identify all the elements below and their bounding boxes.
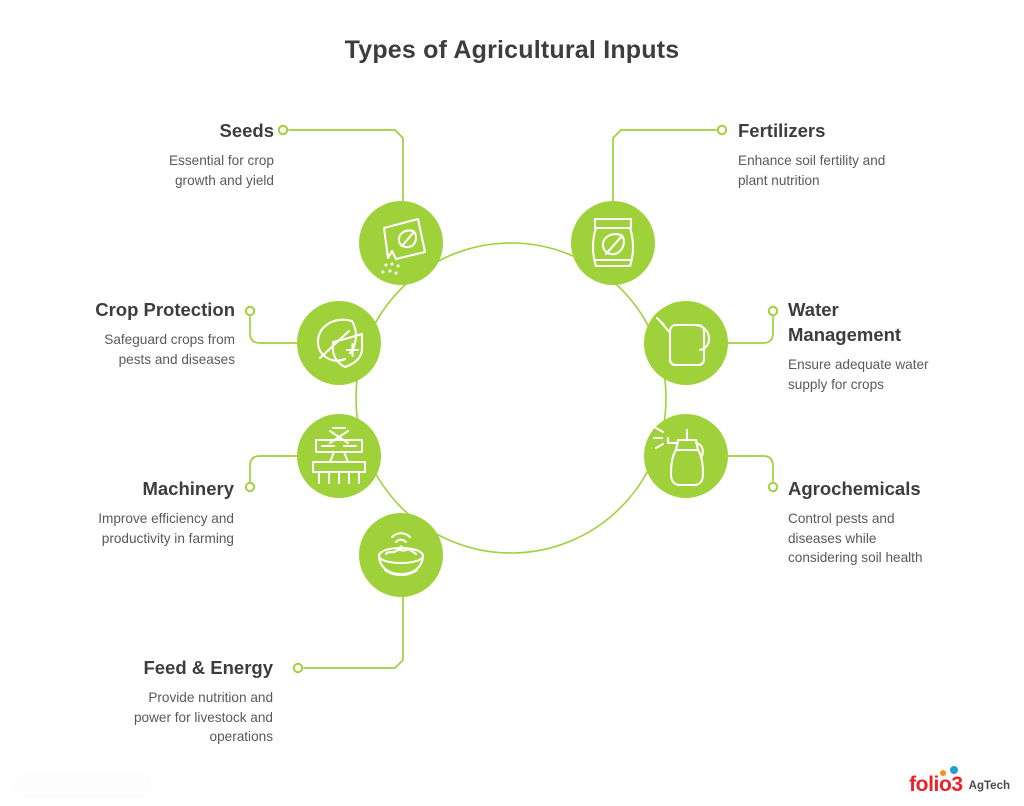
connector-dot-machinery: [244, 481, 256, 493]
icon-bubble-feed-energy[interactable]: [359, 513, 443, 597]
fertilizer-bag-icon: [591, 217, 635, 268]
connector-feed-energy: [303, 591, 404, 669]
node-title-water-management: Water Management: [788, 299, 902, 345]
node-desc-crop-protection: Safeguard crops from pests and diseases: [104, 332, 235, 367]
node-desc-seeds: Essential for crop growth and yield: [168, 153, 274, 188]
seeder-machine-icon: [312, 427, 366, 484]
connector-dot-agrochemicals: [767, 481, 779, 493]
node-title-agrochemicals: Agrochemicals: [788, 478, 921, 499]
node-desc-water-management: Ensure adequate water supply for crops: [788, 357, 929, 392]
connector-dot-seeds: [277, 124, 289, 136]
node-crop-protection: Crop Protection Safeguard crops from pes…: [20, 297, 235, 369]
bubble-circle-feed-energy: [359, 513, 443, 597]
node-water-management: Water Management Ensure adequate water s…: [788, 297, 1003, 394]
node-feed-energy: Feed & Energy Provide nutrition and powe…: [40, 655, 273, 747]
bubble-circle-water-management: [644, 301, 728, 385]
bubble-circle-crop-protection: [297, 301, 381, 385]
seed-packet-icon: [381, 217, 427, 275]
icon-bubble-fertilizers[interactable]: [571, 201, 655, 285]
bubble-circle-fertilizers: [571, 201, 655, 285]
connector-water-management: [721, 316, 774, 344]
bubble-circle-agrochemicals: [644, 414, 728, 498]
node-fertilizers: Fertilizers Enhance soil fertility and p…: [738, 118, 988, 190]
feed-bowl-wifi-icon: [377, 532, 425, 577]
node-title-machinery: Machinery: [142, 478, 234, 499]
connector-agrochemicals: [721, 455, 774, 482]
page-title: Types of Agricultural Inputs: [344, 36, 680, 64]
node-machinery: Machinery Improve efficiency and product…: [20, 476, 234, 548]
node-title-fertilizers: Fertilizers: [738, 120, 826, 141]
node-title-seeds: Seeds: [219, 120, 274, 141]
logo-dot-orange-icon: [940, 770, 947, 776]
leaf-shield-icon: [316, 318, 364, 369]
bubble-circle-seeds: [359, 201, 443, 285]
connector-fertilizers: [612, 129, 717, 207]
connector-dot-fertilizers: [716, 124, 728, 136]
connector-dot-feed-energy: [292, 662, 304, 674]
central-ring: [355, 242, 667, 554]
node-desc-machinery: Improve efficiency and productivity in f…: [98, 511, 234, 546]
node-desc-fertilizers: Enhance soil fertility and plant nutriti…: [738, 153, 886, 188]
node-title-crop-protection: Crop Protection: [95, 299, 235, 320]
icon-bubble-seeds[interactable]: [359, 201, 443, 285]
footer-logo: folio3 AgTech: [909, 766, 1010, 796]
icon-bubble-crop-protection[interactable]: [297, 301, 381, 385]
connector-crop-protection: [249, 316, 303, 344]
connector-seeds: [288, 129, 404, 207]
bubble-circle-machinery: [297, 414, 381, 498]
connector-machinery: [249, 455, 303, 482]
node-seeds: Seeds Essential for crop growth and yiel…: [40, 118, 274, 190]
connector-dot-water-management: [767, 305, 779, 317]
agtech-label: AgTech: [968, 780, 1010, 792]
folio3-wordmark: folio3: [909, 766, 963, 796]
logo-dot-blue-icon: [950, 766, 959, 774]
icon-bubble-machinery[interactable]: [297, 414, 381, 498]
folio3-text: folio3: [909, 773, 963, 796]
node-desc-feed-energy: Provide nutrition and power for livestoc…: [133, 690, 273, 744]
node-desc-agrochemicals: Control pests and diseases while conside…: [788, 511, 923, 565]
icon-bubble-water-management[interactable]: [644, 301, 728, 385]
connector-dot-crop-protection: [244, 305, 256, 317]
watering-can-icon: [655, 316, 711, 367]
spray-bottle-icon: [652, 426, 705, 487]
watermark-plate: [12, 772, 152, 798]
node-agrochemicals: Agrochemicals Control pests and diseases…: [788, 476, 1003, 568]
icon-bubble-agrochemicals[interactable]: [644, 414, 728, 498]
node-title-feed-energy: Feed & Energy: [143, 657, 273, 678]
